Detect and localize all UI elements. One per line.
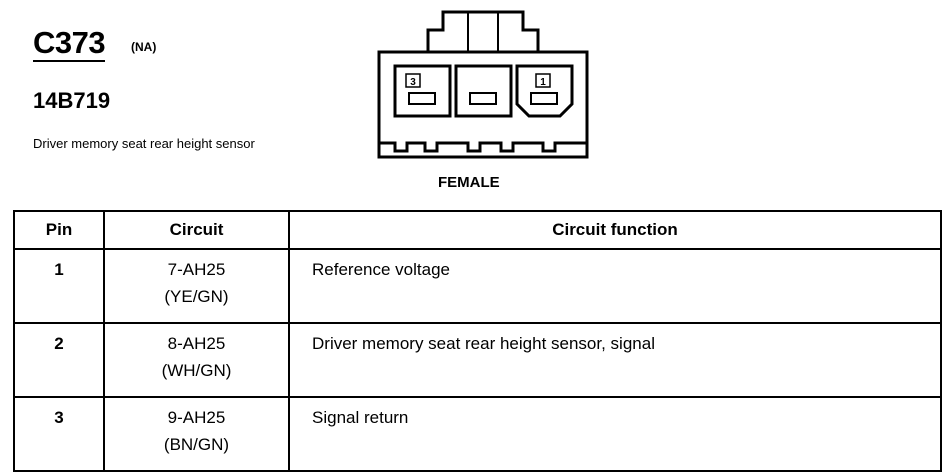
pin-number: 1 xyxy=(13,248,105,324)
wire-color: (BN/GN) xyxy=(163,435,230,454)
table-header-row: Pin Circuit Circuit function xyxy=(13,210,942,250)
connector-id: C373 xyxy=(33,25,106,62)
circuit-number: 8-AH25 xyxy=(167,334,226,353)
wire-color: (WH/GN) xyxy=(161,361,232,380)
cavity-label-1: 1 xyxy=(540,77,546,88)
cavity-label-box-3 xyxy=(405,73,421,88)
circuit-cell: 9-AH25 (BN/GN) xyxy=(103,396,290,472)
connector-gender-label: FEMALE xyxy=(438,174,500,191)
connector-face-diagram: 3 1 xyxy=(377,10,589,159)
table-row: 2 8-AH25 (WH/GN) Driver memory seat rear… xyxy=(13,322,942,398)
circuit-number: 7-AH25 xyxy=(167,260,226,279)
header-circuit: Circuit xyxy=(103,210,290,250)
table-row: 3 9-AH25 (BN/GN) Signal return xyxy=(13,396,942,472)
pin-slot-1 xyxy=(530,92,558,105)
pinout-table: Pin Circuit Circuit function 1 7-AH25 (Y… xyxy=(13,210,942,472)
cavity-1 xyxy=(515,64,574,118)
wire-color: (YE/GN) xyxy=(164,287,229,306)
region-code: (NA) xyxy=(131,40,157,54)
table-row: 1 7-AH25 (YE/GN) Reference voltage xyxy=(13,248,942,324)
connector-bottom-keying xyxy=(379,141,587,153)
cavity-label-box-1 xyxy=(535,73,551,88)
connector-description: Driver memory seat rear height sensor xyxy=(33,136,255,151)
header-pin: Pin xyxy=(13,210,105,250)
circuit-number: 9-AH25 xyxy=(167,408,226,427)
connector-body xyxy=(377,50,589,159)
pin-number: 2 xyxy=(13,322,105,398)
circuit-function: Signal return xyxy=(288,396,942,472)
header-circuit-function: Circuit function xyxy=(288,210,942,250)
circuit-cell: 7-AH25 (YE/GN) xyxy=(103,248,290,324)
circuit-cell: 8-AH25 (WH/GN) xyxy=(103,322,290,398)
circuit-function: Reference voltage xyxy=(288,248,942,324)
cavity-2 xyxy=(454,64,513,118)
part-number: 14B719 xyxy=(33,88,111,113)
pin-number: 3 xyxy=(13,396,105,472)
pin-slot-2 xyxy=(469,92,497,105)
cavity-label-3: 3 xyxy=(410,77,416,88)
circuit-function: Driver memory seat rear height sensor, s… xyxy=(288,322,942,398)
cavity-3 xyxy=(393,64,452,118)
connector-latch xyxy=(426,10,540,52)
pin-slot-3 xyxy=(408,92,436,105)
